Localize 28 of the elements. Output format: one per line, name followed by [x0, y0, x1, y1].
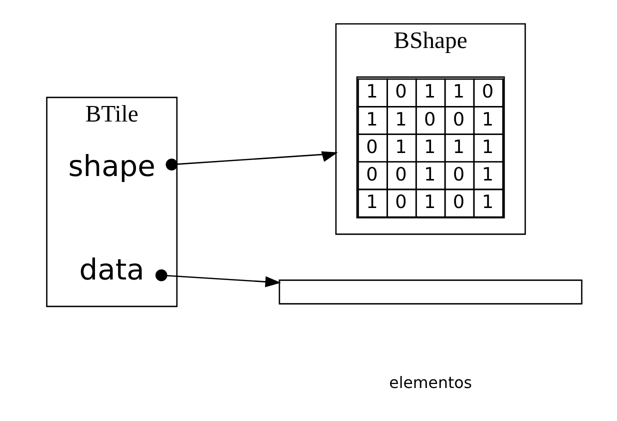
label: 1 — [452, 136, 464, 158]
label: 0 — [481, 82, 494, 103]
node-text: shape — [68, 148, 155, 183]
label: 0 — [394, 164, 406, 186]
label: 1 — [481, 109, 494, 130]
label: 1 — [424, 136, 436, 158]
label: 0 — [452, 109, 464, 130]
label: elementos — [388, 373, 472, 392]
label: 0 — [452, 192, 464, 214]
label: 0 — [366, 136, 378, 158]
label: 0 — [394, 192, 406, 214]
label: 1 — [366, 82, 378, 103]
label: 1 — [424, 192, 436, 214]
node-text: data — [78, 252, 144, 287]
label: 1 — [366, 109, 378, 130]
label: 0 — [394, 82, 406, 103]
label: 0 — [366, 164, 378, 186]
label: 1 — [424, 164, 436, 186]
label: 1 — [366, 192, 378, 214]
label: 1 — [424, 82, 436, 103]
label: 0 — [424, 109, 436, 130]
label: 1 — [452, 82, 464, 103]
label: 1 — [481, 164, 494, 186]
label: 0 — [452, 164, 464, 186]
label: 1 — [394, 109, 406, 130]
label: 1 — [481, 192, 494, 214]
label: 1 — [481, 136, 494, 158]
label: 1 — [394, 136, 406, 158]
